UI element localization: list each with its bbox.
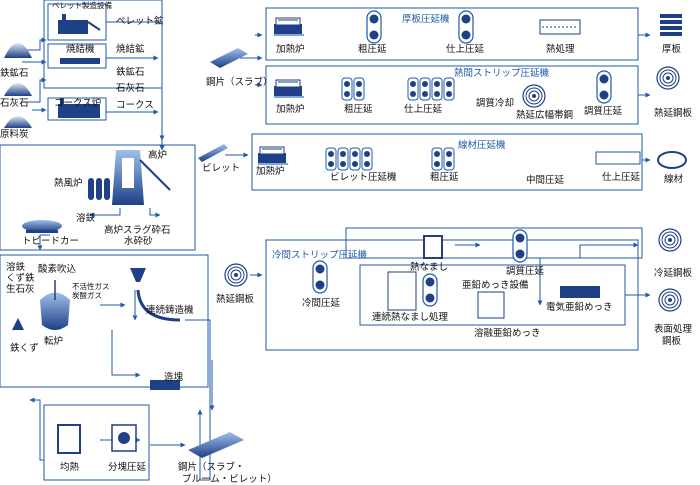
blooming-mill-label: 分塊圧延 xyxy=(108,462,147,473)
steelmaking-input-1: 溶鉄 xyxy=(6,262,26,273)
coated-product-label-1: 表面処理 xyxy=(654,324,693,335)
galvanizing-icon xyxy=(477,291,505,319)
blast-furnace-icon xyxy=(112,150,171,205)
slag-crushed-label: 高炉スラグ砕石 xyxy=(104,225,171,236)
iron-ore-2-label: 鉄鉱石 xyxy=(116,67,145,78)
hot-metal-label: 溶鉄 xyxy=(76,213,96,224)
steelmaking-input-3: 生石灰 xyxy=(6,284,35,295)
hot-rolled-coil-label: 熱延鋼板 xyxy=(216,294,255,305)
ingot-label: 造塊 xyxy=(164,372,184,383)
coke-oven-icon xyxy=(58,98,100,118)
annealing-furnace-icon xyxy=(423,235,443,259)
oxygen-label: 酸素吹込 xyxy=(38,264,77,275)
torpedo-car-icon xyxy=(22,220,62,233)
slab-icon xyxy=(210,48,248,68)
slag-granulated-label: 水砕砂 xyxy=(124,236,153,247)
continuous-caster-label: 連続鋳造機 xyxy=(146,305,194,316)
hot-strip-step-6: 調質圧延 xyxy=(584,106,623,117)
plate-step-3: 仕上圧延 xyxy=(446,44,485,55)
plate-step-2: 粗圧延 xyxy=(358,44,387,55)
inert-gas-label: 不活性ガス xyxy=(72,282,110,291)
continuous-annealing-icon xyxy=(387,271,417,311)
hot-strip-step-1: 加熱炉 xyxy=(276,104,305,115)
coke-label: コークス xyxy=(116,100,154,111)
wire-rod-product-label: 線材 xyxy=(664,174,684,185)
slab-label: 鋼片（スラブ） xyxy=(206,77,273,88)
hot-stove-label: 熱風炉 xyxy=(54,178,83,189)
iron-ore-label: 鉄鉱石 xyxy=(0,68,29,79)
scrap-label: 鉄くず xyxy=(10,343,39,354)
electro-galvanizing-label: 電気亜鉛めっき xyxy=(546,302,613,313)
pellet-ore-label: ペレット鉱 xyxy=(116,16,164,27)
finishing-block-icon xyxy=(595,151,641,165)
galvanizing-equipment-label: 亜鉛めっき設備 xyxy=(462,280,529,291)
plate-product-label: 厚板 xyxy=(662,44,682,55)
ingot-icon xyxy=(150,380,180,390)
co2-gas-label: 炭酸ガス xyxy=(72,291,102,300)
plate-step-1: 加熱炉 xyxy=(276,44,305,55)
scrap-icon xyxy=(12,318,24,330)
heat-treatment-icon xyxy=(539,19,581,35)
soaking-pit-icon xyxy=(57,424,81,454)
sinter-machine-label: 焼結機 xyxy=(66,44,95,55)
converter-label: 転炉 xyxy=(44,336,64,347)
hot-strip-step-3: 仕上圧延 xyxy=(404,104,443,115)
hot-dip-label: 溶融亜鉛めっき xyxy=(474,328,541,339)
wire-rod-step-5: 仕上圧延 xyxy=(602,172,641,183)
plate-step-4: 熱処理 xyxy=(546,44,575,55)
blast-furnace-label: 高炉 xyxy=(148,150,168,161)
semi-products-label-2: ブルーム・ビレット） xyxy=(182,474,277,485)
limestone-pile-icon xyxy=(4,83,32,96)
coke-oven-label: コークス炉 xyxy=(54,98,102,109)
coking-coal-pile-icon xyxy=(4,116,32,128)
plate-product-icon xyxy=(660,14,682,36)
torpedo-car-label: トピードカー xyxy=(22,236,80,247)
electro-galvanizing-icon xyxy=(560,286,600,298)
iron-ore-pile-icon xyxy=(4,43,32,58)
cold-rolling-label: 冷間圧延 xyxy=(302,298,341,309)
sinter-machine-icon xyxy=(60,58,100,64)
hot-strip-step-5: 熱延広幅帯鋼 xyxy=(516,110,574,121)
wire-rod-step-2: ビレット圧延機 xyxy=(330,172,397,183)
billet-icon xyxy=(198,144,228,162)
semi-products-icon xyxy=(188,432,244,458)
limestone-label: 石灰石 xyxy=(0,98,29,109)
wire-rod-step-1: 加熱炉 xyxy=(256,166,285,177)
sinter-ore-label: 焼結鉱 xyxy=(116,44,145,55)
coking-coal-label: 原料炭 xyxy=(0,129,29,140)
hot-strip-step-2: 粗圧延 xyxy=(344,104,373,115)
coated-product-label-2: 鋼板 xyxy=(662,336,682,347)
soaking-label: 均熱 xyxy=(60,462,80,473)
wire-rod-title: 線材圧延機 xyxy=(458,140,506,151)
hot-strip-step-4: 調質冷却 xyxy=(476,98,515,109)
steelmaking-input-2: くず鉄 xyxy=(6,273,35,284)
wire-rod-coil-icon xyxy=(657,151,687,169)
continuous-caster-icon xyxy=(130,268,181,322)
wire-rod-step-4: 中間圧延 xyxy=(526,175,565,186)
hot-strip-title: 熱間ストリップ圧延機 xyxy=(454,68,550,79)
limestone-2-label: 石灰石 xyxy=(116,83,145,94)
hot-stove-icon xyxy=(88,178,110,200)
hot-strip-product-label: 熱延鋼板 xyxy=(654,108,693,119)
cold-product-label: 冷延鋼板 xyxy=(654,268,693,279)
cold-strip-title: 冷間ストリップ圧延機 xyxy=(272,250,368,261)
pellet-plant-icon xyxy=(58,14,101,34)
converter-icon xyxy=(40,280,70,330)
billet-label: ビレット xyxy=(202,163,241,174)
blooming-mill-icon xyxy=(111,424,137,452)
temper-label: 調質圧延 xyxy=(506,266,545,277)
pellet-plant-label: ペレット製造設備 xyxy=(52,1,112,10)
wire-rod-step-3: 粗圧延 xyxy=(430,172,459,183)
semi-products-label-1: 鋼片（スラブ・ xyxy=(178,462,245,473)
annealing-label: 熱なまし xyxy=(410,262,449,273)
plate-mill-title: 厚板圧延機 xyxy=(402,14,450,25)
continuous-annealing-label: 連続熱なまし処理 xyxy=(372,312,449,323)
